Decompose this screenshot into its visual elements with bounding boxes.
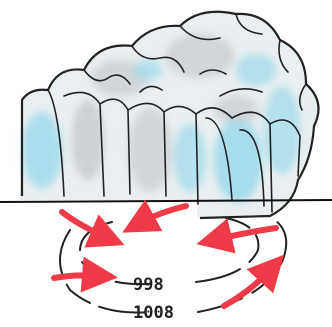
inflow-arrow-right xyxy=(214,228,276,240)
surface-wind-arrow-icon xyxy=(54,206,276,306)
outer-isobar-line xyxy=(60,230,150,313)
inflow-arrow-left xyxy=(54,275,100,278)
outer-isobar-label: 1008 xyxy=(133,303,174,323)
inner-isobar-label: 998 xyxy=(133,275,164,295)
inflow-arrow-top-center xyxy=(138,206,186,224)
cumulonimbus-cloud-icon xyxy=(20,12,319,218)
